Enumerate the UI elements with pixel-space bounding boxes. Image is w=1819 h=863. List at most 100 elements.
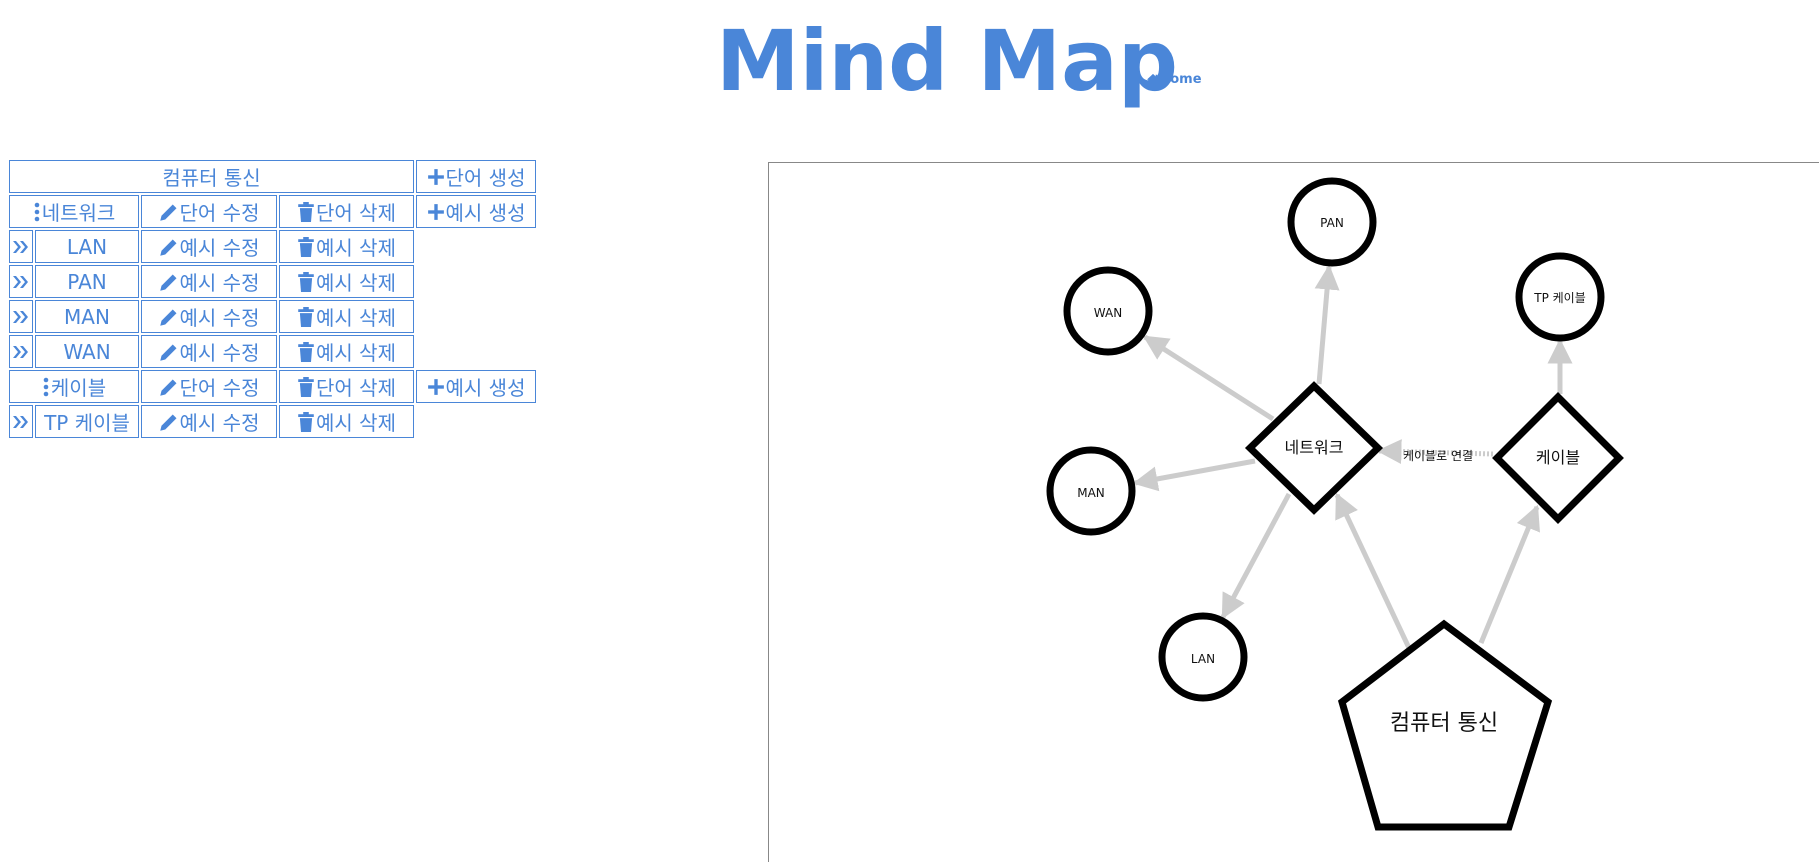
expand-button[interactable] xyxy=(9,300,33,333)
trash-icon xyxy=(297,271,316,292)
create-example-button[interactable]: 예시 생성 xyxy=(416,370,536,403)
example-node-tp-cable[interactable]: TP 케이블 xyxy=(1515,252,1605,342)
example-item[interactable]: MAN xyxy=(35,300,139,333)
word-node-label: 케이블 xyxy=(1536,448,1580,467)
create-example-label: 예시 생성 xyxy=(445,376,526,400)
edit-example-button[interactable]: 예시 수정 xyxy=(141,335,277,368)
delete-example-label: 예시 삭제 xyxy=(316,271,396,295)
pencil-icon xyxy=(159,377,180,397)
edit-example-label: 예시 수정 xyxy=(179,411,260,435)
example-node-label: TP 케이블 xyxy=(1533,291,1586,305)
edit-word-label: 단어 수정 xyxy=(179,201,260,225)
edit-example-label: 예시 수정 xyxy=(179,306,260,330)
word-item-cable[interactable]: 케이블 xyxy=(9,370,139,403)
edit-example-button[interactable]: 예시 수정 xyxy=(141,265,277,298)
example-node-label: LAN xyxy=(1191,652,1215,666)
delete-example-label: 예시 삭제 xyxy=(316,341,396,365)
create-example-button[interactable]: 예시 생성 xyxy=(416,195,536,228)
root-word-cell[interactable]: 컴퓨터 통신 xyxy=(9,160,414,193)
plus-icon xyxy=(427,168,446,186)
word-item-network[interactable]: 네트워크 xyxy=(9,195,139,228)
create-word-label: 단어 생성 xyxy=(445,166,526,190)
root-node[interactable]: 컴퓨터 통신 xyxy=(1337,619,1553,831)
trash-icon xyxy=(297,306,316,327)
edit-example-button[interactable]: 예시 수정 xyxy=(141,300,277,333)
pencil-icon xyxy=(159,202,180,222)
page-title: Mind Map xyxy=(716,12,1178,110)
delete-example-button[interactable]: 예시 삭제 xyxy=(279,405,414,438)
edit-word-button[interactable]: 단어 수정 xyxy=(141,370,277,403)
edit-example-label: 예시 수정 xyxy=(179,236,260,260)
word-label: 케이블 xyxy=(50,376,107,400)
edit-word-button[interactable]: 단어 수정 xyxy=(141,195,277,228)
edge-cable-network xyxy=(1376,439,1494,465)
edit-example-label: 예시 수정 xyxy=(179,271,260,295)
edit-example-button[interactable]: 예시 수정 xyxy=(141,405,277,438)
delete-example-button[interactable]: 예시 삭제 xyxy=(279,335,414,368)
pencil-icon xyxy=(159,237,180,257)
pencil-icon xyxy=(159,412,180,432)
delete-example-label: 예시 삭제 xyxy=(316,411,396,435)
delete-example-button[interactable]: 예시 삭제 xyxy=(279,300,414,333)
home-link[interactable]: home xyxy=(1146,72,1202,87)
double-chevron-right-icon xyxy=(12,239,31,255)
example-label: LAN xyxy=(66,234,108,259)
delete-word-label: 단어 삭제 xyxy=(316,201,396,225)
example-node-shape xyxy=(1063,266,1153,356)
delete-word-button[interactable]: 단어 삭제 xyxy=(279,370,414,403)
mindmap-graph[interactable]: 케이블로 연결 컴퓨터 통신 네트워크 케이블 PAN WAN MAN xyxy=(769,163,1819,863)
delete-example-button[interactable]: 예시 삭제 xyxy=(279,230,414,263)
home-icon xyxy=(1146,73,1160,85)
example-label: TP 케이블 xyxy=(44,411,130,435)
edge-link-label: 케이블로 연결 xyxy=(1403,449,1473,463)
root-word-label: 컴퓨터 통신 xyxy=(162,166,261,190)
expand-button[interactable] xyxy=(9,405,33,438)
plus-icon xyxy=(427,203,446,221)
edit-example-button[interactable]: 예시 수정 xyxy=(141,230,277,263)
example-node-shape xyxy=(1515,252,1605,342)
trash-icon xyxy=(297,236,316,257)
pencil-icon xyxy=(159,272,180,292)
example-item[interactable]: TP 케이블 xyxy=(35,405,139,438)
example-node-label: PAN xyxy=(1320,216,1344,230)
page-header: Mind Map home xyxy=(0,0,1819,120)
create-word-button[interactable]: 단어 생성 xyxy=(416,160,536,193)
example-node-label: WAN xyxy=(1094,306,1122,320)
word-node-cable[interactable]: 케이블 xyxy=(1492,392,1624,524)
trash-icon xyxy=(297,201,316,222)
double-chevron-right-icon xyxy=(12,309,31,325)
expand-button[interactable] xyxy=(9,230,33,263)
example-node-lan[interactable]: LAN xyxy=(1158,612,1248,702)
root-node-label: 컴퓨터 통신 xyxy=(1390,711,1498,736)
vertical-ellipsis-icon xyxy=(42,377,51,397)
example-node-man[interactable]: MAN xyxy=(1046,446,1136,536)
pencil-icon xyxy=(159,307,180,327)
example-item[interactable]: PAN xyxy=(35,265,139,298)
example-item[interactable]: WAN xyxy=(35,335,139,368)
delete-word-label: 단어 삭제 xyxy=(316,376,396,400)
example-label: MAN xyxy=(64,304,110,329)
example-node-shape xyxy=(1158,612,1248,702)
trash-icon xyxy=(297,411,316,432)
edge-root-cable xyxy=(1478,504,1540,644)
expand-button[interactable] xyxy=(9,265,33,298)
example-node-shape xyxy=(1287,177,1377,267)
expand-button[interactable] xyxy=(9,335,33,368)
pencil-icon xyxy=(159,342,180,362)
word-node-network[interactable]: 네트워크 xyxy=(1244,381,1384,515)
edit-example-label: 예시 수정 xyxy=(179,341,260,365)
home-link-label: home xyxy=(1161,72,1202,87)
delete-word-button[interactable]: 단어 삭제 xyxy=(279,195,414,228)
word-label: 네트워크 xyxy=(41,201,116,225)
edge-root-network xyxy=(1334,492,1412,650)
edge-network-wan xyxy=(1142,334,1275,422)
double-chevron-right-icon xyxy=(12,274,31,290)
example-node-wan[interactable]: WAN xyxy=(1063,266,1153,356)
example-node-pan[interactable]: PAN xyxy=(1287,177,1377,267)
edge-network-man xyxy=(1132,458,1256,492)
mindmap-canvas[interactable]: 케이블로 연결 컴퓨터 통신 네트워크 케이블 PAN WAN MAN xyxy=(768,162,1819,862)
delete-example-button[interactable]: 예시 삭제 xyxy=(279,265,414,298)
word-node-label: 네트워크 xyxy=(1285,438,1344,457)
example-item[interactable]: LAN xyxy=(35,230,139,263)
trash-icon xyxy=(297,341,316,362)
